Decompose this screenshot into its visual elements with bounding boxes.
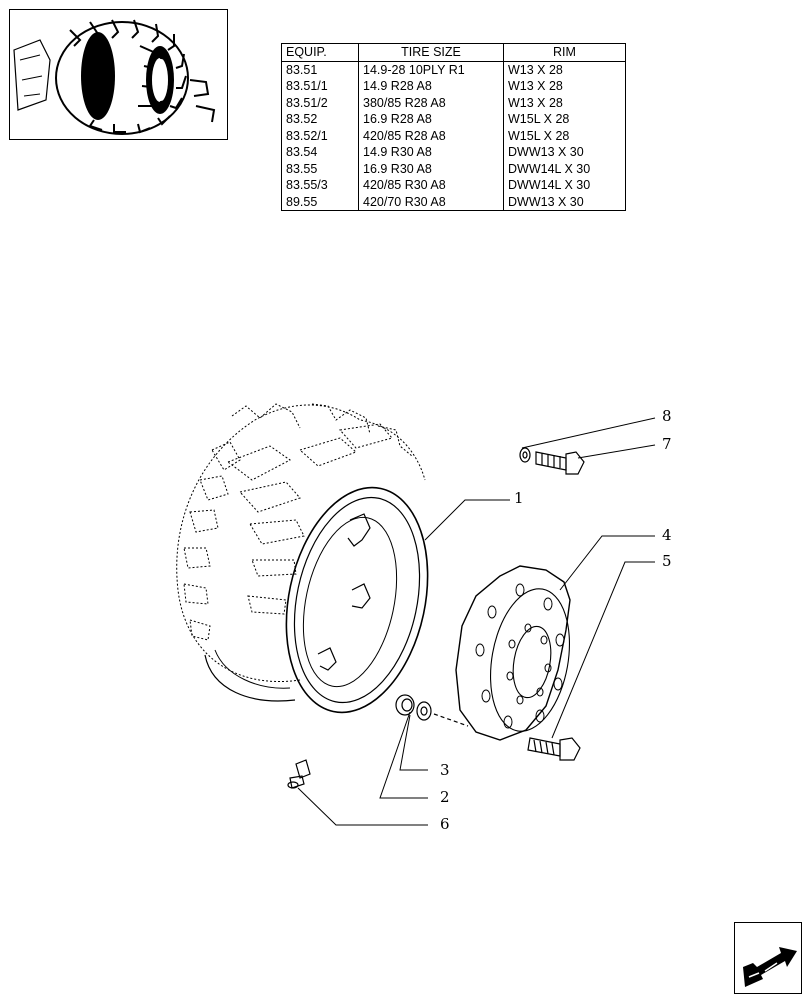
table-row: 83.51 14.9-28 10PLY R1 W13 X 28 — [281, 61, 626, 78]
equip-cell: 83.52 — [281, 111, 359, 128]
tire-size-cell: 16.9 R30 A8 — [358, 160, 504, 177]
rim-cell: DWW13 X 30 — [503, 193, 626, 211]
equip-cell: 89.55 — [281, 193, 359, 211]
bolt-part-7 — [519, 447, 585, 475]
table-row: 83.51/1 14.9 R28 A8 W13 X 28 — [281, 78, 626, 95]
tire-size-cell: 14.9 R30 A8 — [358, 144, 504, 161]
next-page-arrow-icon — [743, 947, 797, 987]
table-row: 83.52 16.9 R28 A8 W15L X 28 — [281, 111, 626, 128]
bolt-part-5 — [527, 737, 581, 761]
tire-pair-thumbnail-icon — [13, 19, 216, 135]
callout-7: 7 — [662, 435, 672, 453]
table-row: 83.51/2 380/85 R28 A8 W13 X 28 — [281, 94, 626, 111]
rim-cell: DWW14L X 30 — [503, 160, 626, 177]
equip-cell: 83.54 — [281, 144, 359, 161]
nut-and-washer — [395, 694, 469, 727]
equip-cell: 83.52/1 — [281, 127, 359, 144]
equip-cell: 83.55 — [281, 160, 359, 177]
callout-3: 3 — [440, 761, 450, 779]
callout-4: 4 — [662, 526, 672, 544]
rim-cell: W13 X 28 — [503, 61, 626, 78]
valve-stem — [287, 759, 311, 789]
rim-part — [285, 486, 429, 714]
callout-2: 2 — [440, 788, 450, 806]
tire-size-cell: 16.9 R28 A8 — [358, 111, 504, 128]
equip-cell: 83.51 — [281, 61, 359, 78]
header-equip: EQUIP. — [281, 43, 359, 62]
tire-thumbnail — [9, 9, 228, 140]
table-row: 83.55/3 420/85 R30 A8 DWW14L X 30 — [281, 177, 626, 194]
tire-size-cell: 420/85 R30 A8 — [358, 177, 504, 194]
next-page-button[interactable] — [734, 922, 802, 994]
rim-cell: DWW13 X 30 — [503, 144, 626, 161]
wheel-center-disc — [455, 565, 571, 741]
rim-cell: W13 X 28 — [503, 94, 626, 111]
rim-cell: DWW14L X 30 — [503, 177, 626, 194]
table-row: 83.55 16.9 R30 A8 DWW14L X 30 — [281, 160, 626, 177]
rim-cell: W15L X 28 — [503, 111, 626, 128]
table-row: 89.55 420/70 R30 A8 DWW13 X 30 — [281, 193, 626, 211]
tire-size-cell: 14.9-28 10PLY R1 — [358, 61, 504, 78]
tire-spec-table: EQUIP. TIRE SIZE RIM 83.51 14.9-28 10PLY… — [281, 43, 626, 211]
table-row: 83.54 14.9 R30 A8 DWW13 X 30 — [281, 144, 626, 161]
header-rim: RIM — [503, 43, 626, 62]
callout-8: 8 — [662, 407, 672, 425]
tire-size-cell: 14.9 R28 A8 — [358, 78, 504, 95]
rim-cell: W15L X 28 — [503, 127, 626, 144]
callout-5: 5 — [662, 552, 672, 570]
tire-size-cell: 380/85 R28 A8 — [358, 94, 504, 111]
tire-outline — [176, 403, 426, 682]
table-header-row: EQUIP. TIRE SIZE RIM — [281, 43, 626, 62]
callout-1: 1 — [514, 489, 524, 507]
equip-cell: 83.51/2 — [281, 94, 359, 111]
leader-lines — [297, 417, 656, 826]
tire-size-cell: 420/85 R28 A8 — [358, 127, 504, 144]
tire-size-cell: 420/70 R30 A8 — [358, 193, 504, 211]
rim-cell: W13 X 28 — [503, 78, 626, 95]
callout-6: 6 — [440, 815, 450, 833]
table-row: 83.52/1 420/85 R28 A8 W15L X 28 — [281, 127, 626, 144]
equip-cell: 83.55/3 — [281, 177, 359, 194]
